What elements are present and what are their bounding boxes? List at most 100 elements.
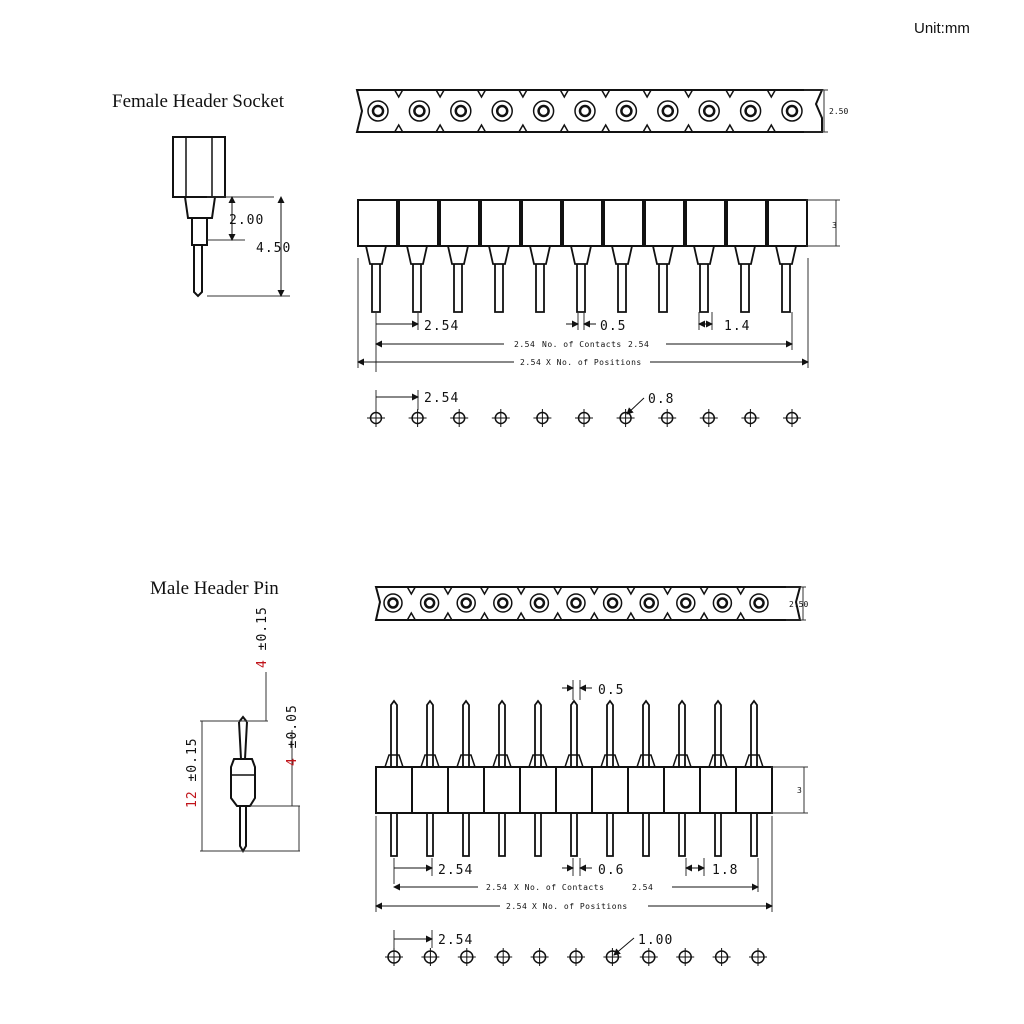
female-socket-neck [693,245,715,265]
male-top-notch [662,586,673,621]
female-top-height-label: 2.50 [829,107,848,116]
female-socket-body [521,199,562,247]
male-top-ring [383,593,403,613]
male-side-collar [230,758,256,807]
male-pin-body [483,766,521,814]
female-top-notch [683,89,694,133]
female-side-d2: 4.50 [256,241,291,256]
male-pin-body [627,766,665,814]
male-pin-body [411,766,449,814]
male-pin-bottom [534,813,542,857]
female-contacts-b: 2.54 [628,340,649,349]
male-top-cells [383,586,769,621]
svg-text:12 ±0.15: 12 ±0.15 [185,737,200,808]
female-body-height-label: 3 [832,221,837,230]
male-top-notch [736,586,746,621]
female-top-cells [367,89,803,133]
male-side-view: 4 ±0.15 4 ±0.05 12 ±0.15 [185,606,300,853]
male-top-notch [406,586,416,621]
male-pin-body [375,766,413,814]
female-side-view: 2.00 4.50 [172,136,291,298]
female-top-hole [578,104,592,118]
male-front-view: 3 0.5 2.54 0.6 1.8 2.54 X No. of Contact… [375,680,808,912]
male-pin-bottom [570,813,578,857]
male-side-d1-value: 4 [255,659,270,668]
female-socket-neck [652,245,674,265]
male-top-pin [643,597,655,609]
male-front-positions [375,699,773,857]
unit-label: Unit:mm [914,20,970,37]
female-socket-neck [611,245,633,265]
male-pin-top [390,699,398,767]
male-pin-shoulder [528,754,548,768]
male-pin-top [750,699,758,767]
female-side-neck [184,196,216,219]
male-pin-bottom [714,813,722,857]
female-pin [535,264,545,313]
male-side-d1-tol: ±0.15 [255,606,270,659]
female-socket-body [439,199,480,247]
male-contacts-a: 2.54 [486,883,507,892]
male-pin-bottom [390,813,398,857]
female-top-ring [367,100,389,122]
male-pin-body [735,766,773,814]
male-pin-top [606,699,614,767]
female-socket-neck [775,245,797,265]
female-top-hole [620,104,633,118]
female-socket-neck [406,245,428,265]
male-hole-dia-label: 1.00 [638,933,673,948]
female-top-notch [559,89,569,133]
female-socket-body [644,199,685,247]
male-top-pin [533,597,546,609]
male-top-pin [606,597,619,609]
female-socket-body [726,199,767,247]
svg-text:4 ±0.05: 4 ±0.05 [285,704,300,766]
male-top-ring [493,593,513,613]
female-top-notch [766,89,776,133]
male-pin-body [447,766,485,814]
male-pin-shoulder [564,754,584,768]
male-pin-bottom [750,813,758,857]
female-socket-neck [447,245,469,265]
female-gap-label: 1.4 [724,319,750,334]
male-pin-bottom [426,813,434,857]
female-top-hole [702,104,716,118]
male-top-pin [497,597,509,609]
female-top-ring [408,100,431,122]
male-top-pin [570,597,582,609]
female-top-ring [739,100,762,122]
male-contacts-b: 2.54 [632,883,653,892]
male-pin-shoulder [600,754,620,768]
male-header-title: Male Header Pin [150,578,279,599]
female-pin [494,264,504,313]
male-pin-body [555,766,593,814]
male-pin-shoulder [456,754,476,768]
female-top-notch [601,89,611,133]
male-top-view: 2.50 [374,586,808,621]
female-top-view: 2.50 [355,89,848,133]
female-side-d1: 2.00 [229,213,264,228]
male-pin-bottom [606,813,614,857]
female-top-ring [491,100,513,122]
female-top-ring [657,100,679,122]
female-pin [576,264,586,313]
male-top-outline [374,586,802,621]
female-hole-dia-label: 0.8 [648,392,674,407]
male-pitch-label: 2.54 [438,863,473,878]
female-hole-pattern: 2.54 0.8 [367,390,801,427]
female-top-ring [698,100,720,122]
male-pin-shoulder [420,754,440,768]
female-top-notch [642,89,652,133]
female-pin [658,264,668,313]
female-socket-neck [488,245,510,265]
male-top-notch [516,586,526,621]
male-pin-shoulder [672,754,692,768]
female-top-hole [661,104,675,118]
female-pitch-label: 2.54 [424,319,459,334]
male-top-ring [639,593,659,613]
female-side-body [172,136,226,198]
male-pin-bottom [678,813,686,857]
male-side-d2-value: 4 [285,757,300,766]
female-top-hole [413,104,426,118]
male-top-ring [566,593,586,613]
